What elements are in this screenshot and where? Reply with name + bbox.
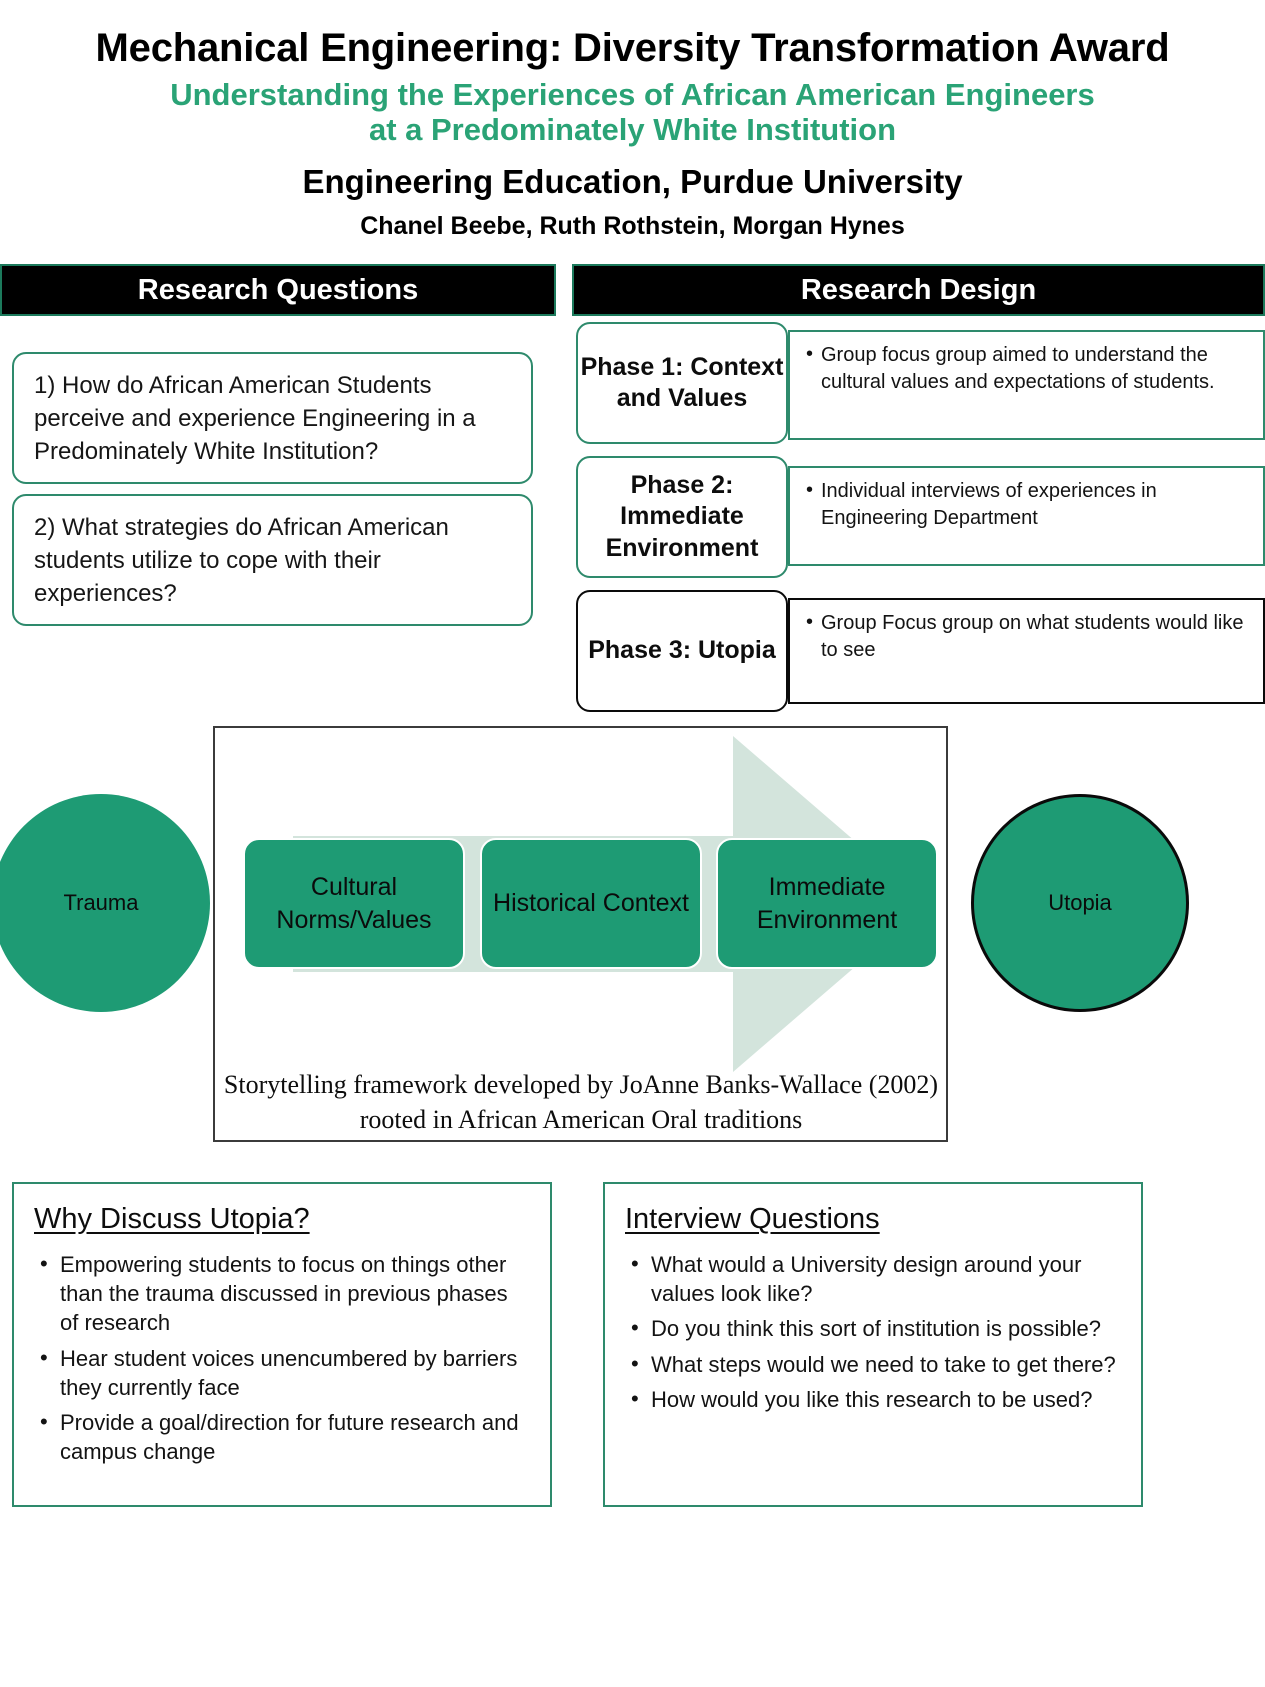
poster-title-block: Mechanical Engineering: Diversity Transf…: [0, 26, 1265, 240]
list-item: What would a University design around yo…: [631, 1249, 1123, 1309]
trauma-circle-label: Trauma: [63, 890, 139, 915]
framework-stage-label: Cultural Norms/Values: [276, 873, 432, 934]
list-item: How would you like this research to be u…: [631, 1384, 1123, 1414]
research-questions-header-label: Research Questions: [137, 273, 419, 306]
interview-questions-panel: Interview Questions What would a Univers…: [603, 1182, 1143, 1507]
list-item: Empowering students to focus on things o…: [40, 1249, 532, 1338]
interview-questions-list: What would a University design around yo…: [625, 1249, 1123, 1414]
page-title: Mechanical Engineering: Diversity Transf…: [95, 26, 1170, 70]
phase-label: Phase 1: Context and Values: [576, 322, 788, 444]
phase-description-text: Individual interviews of experiences in …: [806, 477, 1251, 532]
framework-caption: Storytelling framework developed by JoAn…: [223, 1070, 939, 1134]
why-discuss-utopia-panel: Why Discuss Utopia? Empowering students …: [12, 1182, 552, 1507]
utopia-circle-label: Utopia: [1048, 890, 1112, 915]
research-question-card: 1) How do African American Students perc…: [12, 352, 533, 484]
poster-authors: Chanel Beebe, Ruth Rothstein, Morgan Hyn…: [360, 211, 905, 240]
poster-affiliation: Engineering Education, Purdue University: [302, 163, 963, 201]
phase-label-text: Phase 1: Context and Values: [580, 352, 784, 413]
list-item: What steps would we need to take to get …: [631, 1349, 1123, 1379]
poster-subtitle-line-2: at a Predominately White Institution: [368, 112, 897, 148]
interview-questions-heading: Interview Questions: [625, 1203, 880, 1235]
phase-label: Phase 2: Immediate Environment: [576, 456, 788, 578]
why-discuss-utopia-list: Empowering students to focus on things o…: [34, 1249, 532, 1467]
research-design-header: Research Design: [572, 264, 1265, 316]
phase-label: Phase 3: Utopia: [576, 590, 788, 712]
list-item: Provide a goal/direction for future rese…: [40, 1407, 532, 1467]
research-question-text: 1) How do African American Students perc…: [34, 372, 476, 465]
list-item: Do you think this sort of institution is…: [631, 1313, 1123, 1343]
phase-label-text: Phase 3: Utopia: [588, 636, 776, 665]
phase-description-text: Group focus group aimed to understand th…: [806, 341, 1251, 396]
phase-description-text: Group Focus group on what students would…: [806, 609, 1251, 664]
list-item: Hear student voices unencumbered by barr…: [40, 1343, 532, 1403]
phase-description: Group focus group aimed to understand th…: [788, 330, 1265, 440]
trauma-circle: Trauma: [0, 794, 210, 1012]
poster-subtitle-line-1: Understanding the Experiences of African…: [170, 76, 1095, 112]
research-question-card: 2) What strategies do African American s…: [12, 494, 533, 626]
utopia-circle: Utopia: [971, 794, 1189, 1012]
poster-subtitle: Understanding the Experiences of African…: [0, 77, 1265, 148]
framework-stage-box: Cultural Norms/Values: [243, 838, 465, 969]
phase-description: Group Focus group on what students would…: [788, 598, 1265, 704]
research-questions-header: Research Questions: [0, 264, 556, 316]
framework-stage-label: Immediate Environment: [756, 873, 898, 934]
phase-description: Individual interviews of experiences in …: [788, 466, 1265, 566]
why-discuss-utopia-heading: Why Discuss Utopia?: [34, 1203, 310, 1235]
research-design-header-label: Research Design: [800, 273, 1037, 306]
research-question-text: 2) What strategies do African American s…: [34, 514, 449, 607]
framework-stage-box: Immediate Environment: [716, 838, 938, 969]
framework-stage-box: Historical Context: [480, 838, 702, 969]
framework-stage-label: Historical Context: [493, 889, 689, 918]
phase-label-text: Phase 2: Immediate Environment: [605, 470, 759, 562]
